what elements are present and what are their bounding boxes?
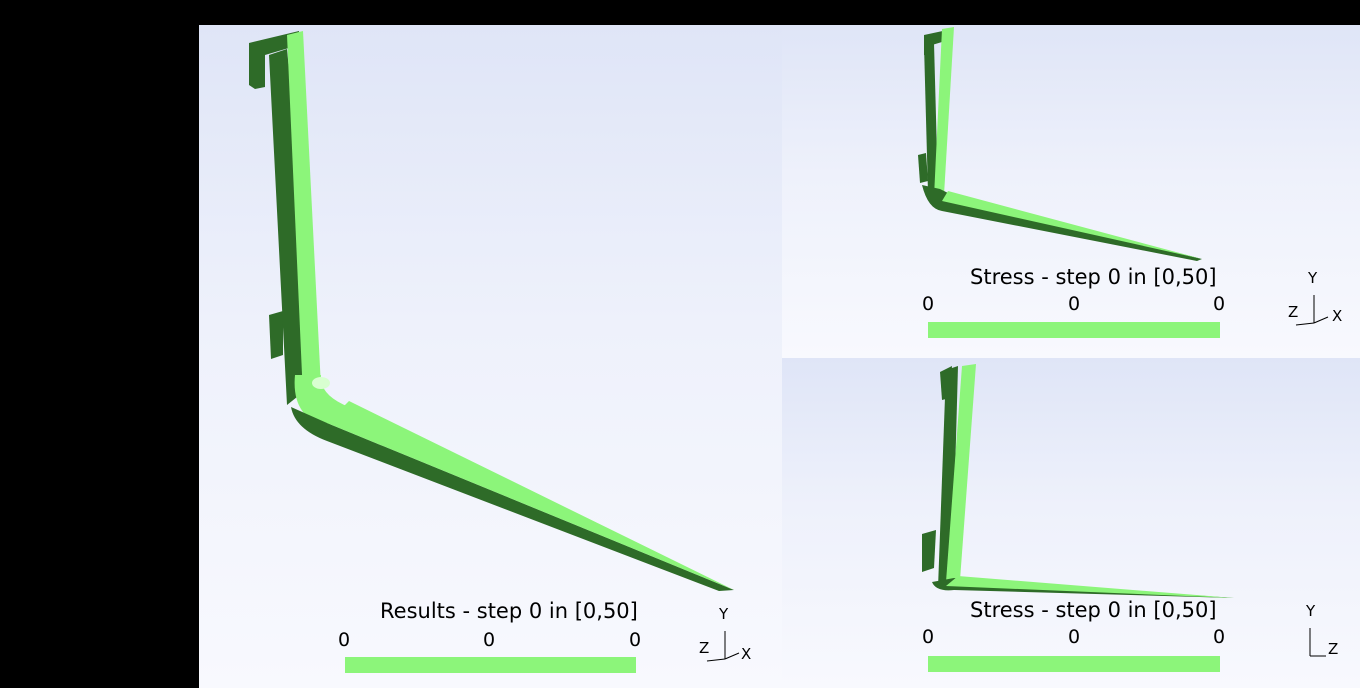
axis-y-label: Y (1305, 602, 1316, 620)
axis-x-label: X (1332, 307, 1342, 325)
legend-title: Stress - step 0 in [0,50] (970, 265, 1217, 289)
fork-model-main[interactable] (199, 25, 782, 688)
fork-model-side-view[interactable] (782, 358, 1360, 688)
axis-triad: Y Z X (699, 605, 751, 663)
legend-tick-min: 0 (922, 626, 935, 648)
legend-tick-mid: 0 (483, 629, 496, 651)
legend-tick-min: 0 (922, 293, 935, 315)
axis-z-label: Z (699, 639, 709, 657)
main-3d-viewport[interactable]: Results - step 0 in [0,50] 0 0 0 Y Z X (199, 25, 782, 688)
axis-x-label: X (741, 645, 751, 663)
legend-title: Stress - step 0 in [0,50] (970, 598, 1217, 622)
legend-tick-min: 0 (338, 629, 351, 651)
axis-y-label: Y (1307, 269, 1318, 287)
fork-model-top-view[interactable] (782, 25, 1360, 358)
legend-title: Results - step 0 in [0,50] (380, 599, 638, 623)
axis-z-label: Z (1328, 640, 1338, 658)
legend-tick-max: 0 (1213, 293, 1226, 315)
top-right-3d-viewport[interactable]: Stress - step 0 in [0,50] 0 0 0 Y Z X (782, 25, 1360, 358)
axis-triad: Y Z (1305, 602, 1338, 658)
color-scale-bar (928, 322, 1220, 338)
axis-y-label: Y (718, 605, 729, 623)
color-scale-bar (928, 656, 1220, 672)
legend-tick-mid: 0 (1068, 626, 1081, 648)
color-scale-bar (345, 657, 636, 673)
axis-z-label: Z (1288, 303, 1298, 321)
legend-tick-max: 0 (1213, 626, 1226, 648)
legend-tick-mid: 0 (1068, 293, 1081, 315)
legend-tick-max: 0 (629, 629, 642, 651)
bottom-right-3d-viewport[interactable]: Stress - step 0 in [0,50] 0 0 0 Y Z (782, 358, 1360, 688)
axis-triad: Y Z X (1288, 269, 1342, 326)
